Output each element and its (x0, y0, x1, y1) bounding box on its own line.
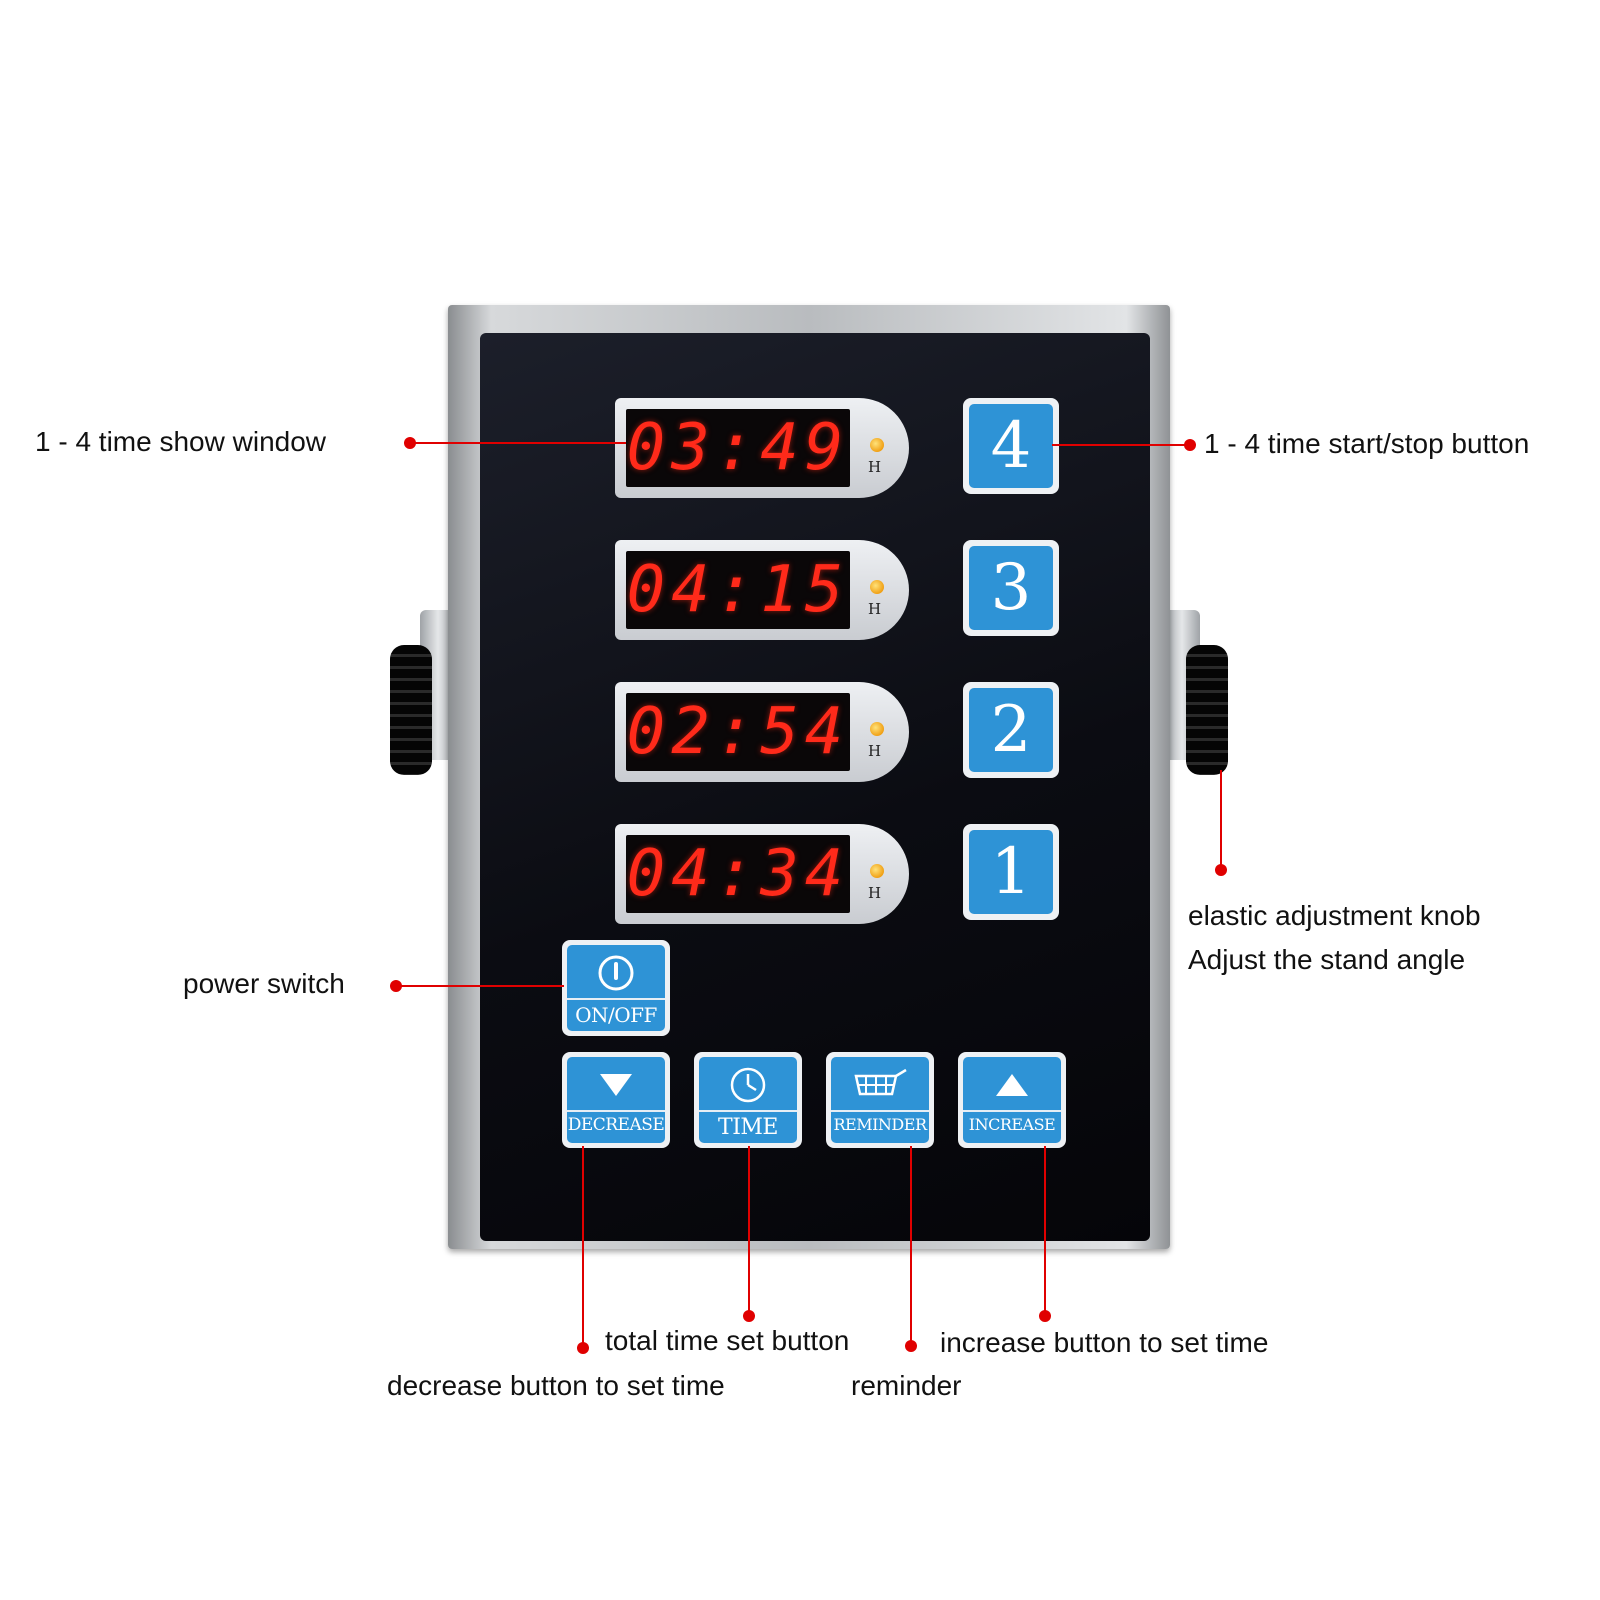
divider (831, 1110, 929, 1112)
annotation-decrease: decrease button to set time (387, 1370, 725, 1401)
indicator-label: H (868, 458, 882, 476)
start-stop-button-3[interactable]: 3 (963, 540, 1059, 636)
divider (699, 1110, 797, 1112)
annotation-start-stop: 1 - 4 time start/stop button (1204, 428, 1530, 459)
triangle-down-icon (567, 1063, 665, 1107)
annotation-dot (577, 1342, 589, 1354)
annotation-leader-line (748, 1146, 750, 1314)
timer-window-2: 02:54 H (615, 682, 909, 782)
annotation-leader-line (396, 985, 564, 987)
timer-display-2: 02:54 (626, 693, 850, 771)
annotation-reminder: reminder (851, 1370, 962, 1401)
start-stop-button-4-label: 4 (969, 404, 1053, 488)
annotation-knob-line2: Adjust the stand angle (1188, 944, 1466, 975)
timer-window-4: 03:49 H (615, 398, 909, 498)
annotation-leader-line (910, 1146, 912, 1344)
divider (567, 1110, 665, 1112)
reminder-button-label: REMINDER (833, 1115, 927, 1134)
start-stop-button-2-label: 2 (969, 688, 1053, 772)
annotation-dot (743, 1310, 755, 1322)
left-adjustment-knob[interactable] (390, 645, 432, 775)
annotation-power: power switch (183, 968, 345, 999)
increase-button[interactable]: INCREASE (958, 1052, 1066, 1148)
annotation-leader-line (1220, 770, 1222, 868)
indicator-led-icon (870, 580, 884, 594)
divider (567, 998, 665, 1000)
right-adjustment-knob[interactable] (1186, 645, 1228, 775)
indicator-label: H (868, 600, 882, 618)
start-stop-button-1[interactable]: 1 (963, 824, 1059, 920)
basket-icon (831, 1063, 929, 1107)
power-icon (567, 951, 665, 995)
indicator-led-icon (870, 722, 884, 736)
decrease-button[interactable]: DECREASE (562, 1052, 670, 1148)
start-stop-button-1-label: 1 (969, 830, 1053, 914)
annotation-knob-line1: elastic adjustment knob (1188, 900, 1481, 931)
annotation-leader-line (1044, 1146, 1046, 1314)
annotation-leader-line (1052, 444, 1188, 446)
annotation-leader-line (410, 442, 626, 444)
indicator-led-icon (870, 438, 884, 452)
timer-display-3: 04:15 (626, 551, 850, 629)
divider (963, 1110, 1061, 1112)
indicator-label: H (868, 884, 882, 902)
timer-window-1: 04:34 H (615, 824, 909, 924)
timer-display-1: 04:34 (626, 835, 850, 913)
start-stop-button-2[interactable]: 2 (963, 682, 1059, 778)
decrease-button-label: DECREASE (567, 1115, 665, 1135)
triangle-up-icon (963, 1063, 1061, 1107)
start-stop-button-4[interactable]: 4 (963, 398, 1059, 494)
indicator-label: H (868, 742, 882, 760)
time-button[interactable]: TIME (694, 1052, 802, 1148)
annotation-dot (1039, 1310, 1051, 1322)
timer-window-3: 04:15 H (615, 540, 909, 640)
annotation-total-time: total time set button (605, 1325, 850, 1356)
annotation-time-window: 1 - 4 time show window (35, 426, 327, 457)
start-stop-button-3-label: 3 (969, 546, 1053, 630)
power-button[interactable]: ON/OFF (562, 940, 670, 1036)
annotation-increase: increase button to set time (940, 1327, 1269, 1358)
reminder-button[interactable]: REMINDER (826, 1052, 934, 1148)
time-button-label: TIME (718, 1115, 778, 1140)
annotation-leader-line (582, 1146, 584, 1346)
annotation-dot (1184, 439, 1196, 451)
power-button-label: ON/OFF (575, 1003, 657, 1027)
clock-icon (699, 1063, 797, 1107)
timer-display-4: 03:49 (626, 409, 850, 487)
indicator-led-icon (870, 864, 884, 878)
increase-button-label: INCREASE (968, 1115, 1056, 1134)
annotation-dot (1215, 864, 1227, 876)
annotation-dot (905, 1340, 917, 1352)
